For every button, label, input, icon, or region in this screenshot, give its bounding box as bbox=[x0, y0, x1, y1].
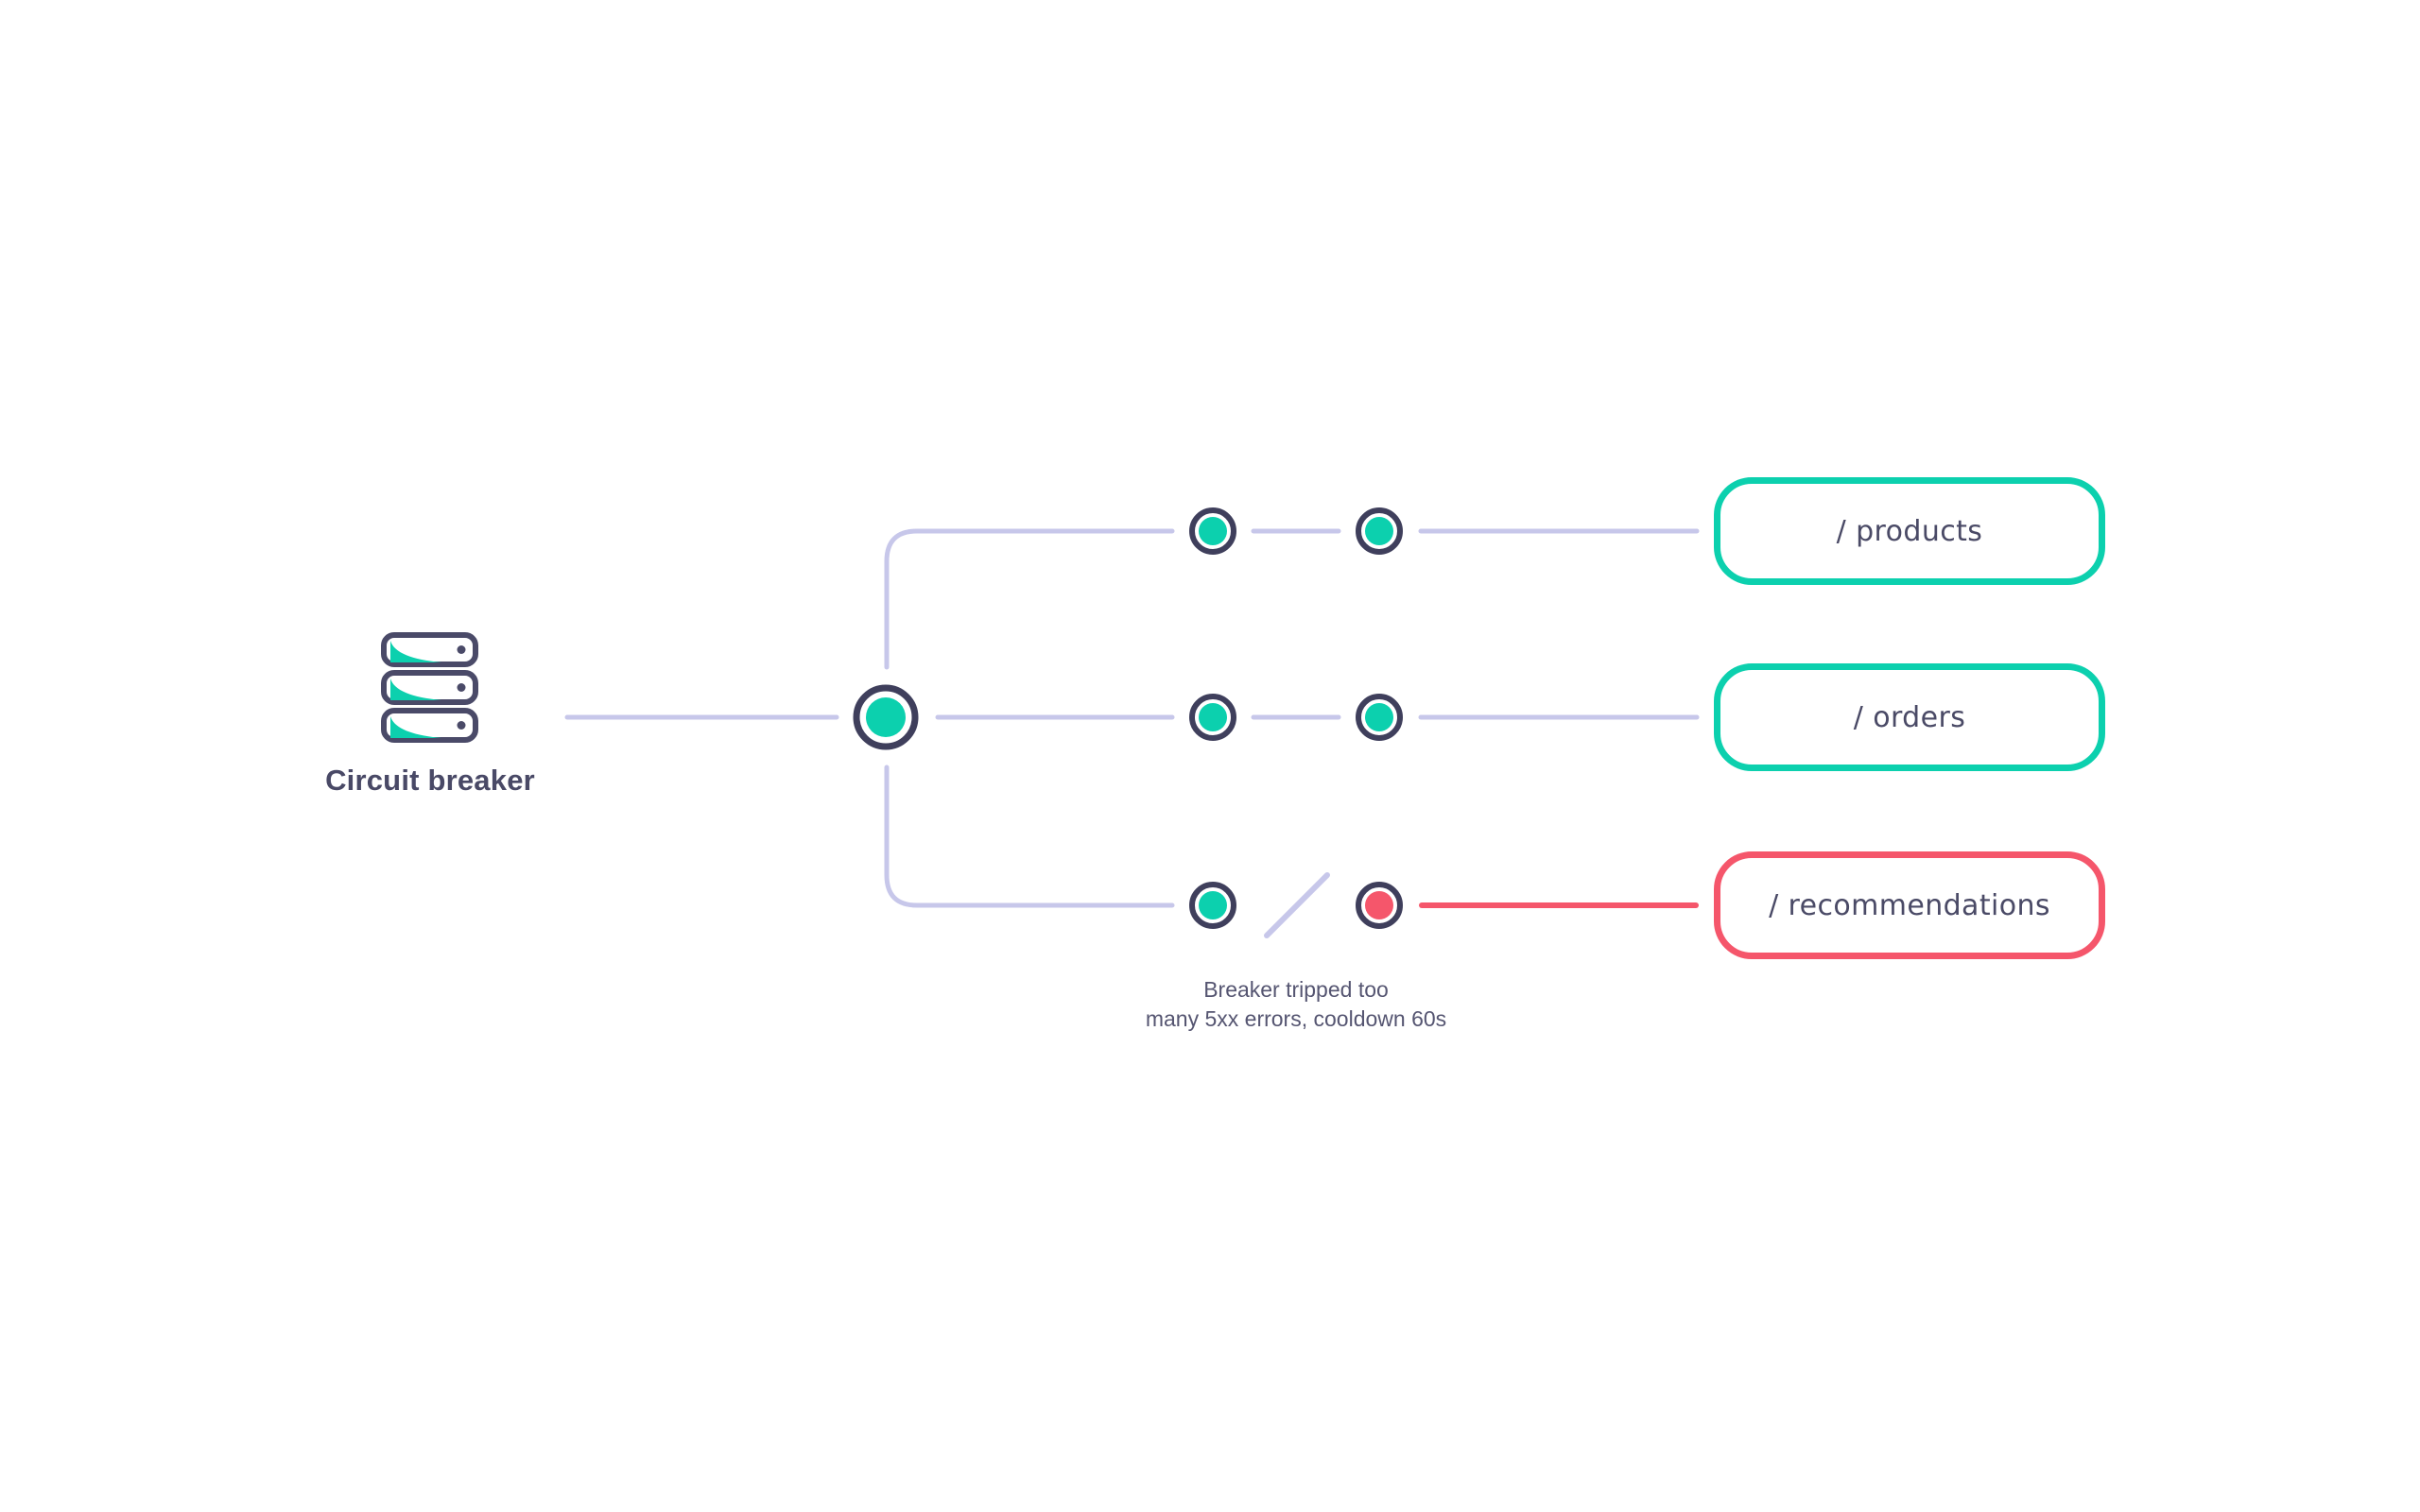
note-line-2: many 5xx errors, cooldown 60s bbox=[1145, 1006, 1447, 1031]
healthy-status-dot bbox=[1365, 517, 1393, 545]
source-label: Circuit breaker bbox=[325, 764, 535, 797]
healthy-status-dot bbox=[1199, 891, 1227, 919]
connector-branch-bottom bbox=[884, 765, 1175, 908]
hub-node-status-dot bbox=[866, 697, 906, 737]
healthy-status-dot bbox=[1199, 703, 1227, 731]
server-led-dot bbox=[457, 683, 466, 692]
server-unit-3 bbox=[381, 708, 478, 743]
server-stack-icon bbox=[381, 632, 478, 743]
endpoint-products: / products bbox=[1714, 477, 2105, 585]
connector-group bbox=[564, 528, 1700, 938]
endpoint-recommendations-label: / recommendations bbox=[1769, 888, 2050, 922]
failing-status-dot bbox=[1365, 891, 1393, 919]
hub-node bbox=[853, 684, 919, 750]
healthy-status-dot bbox=[1199, 517, 1227, 545]
server-unit-1 bbox=[381, 632, 478, 667]
endpoint-orders: / orders bbox=[1714, 663, 2105, 771]
hop-node-recommendations-2 bbox=[1356, 882, 1403, 929]
hop-node-products-1 bbox=[1189, 507, 1236, 555]
endpoint-products-label: / products bbox=[1836, 514, 1983, 548]
server-led-dot bbox=[457, 645, 466, 654]
hop-node-orders-2 bbox=[1356, 694, 1403, 741]
open-breaker-slash bbox=[1264, 872, 1330, 938]
server-activity-wedge bbox=[390, 716, 441, 738]
healthy-status-dot bbox=[1365, 703, 1393, 731]
endpoint-recommendations: / recommendations bbox=[1714, 851, 2105, 959]
connector-branch-top bbox=[884, 528, 1175, 670]
endpoint-orders-label: / orders bbox=[1853, 700, 1966, 734]
server-activity-wedge bbox=[390, 641, 441, 662]
note-line-1: Breaker tripped too bbox=[1203, 977, 1389, 1002]
server-activity-wedge bbox=[390, 679, 441, 700]
server-led-dot bbox=[457, 721, 466, 730]
hop-node-products-2 bbox=[1356, 507, 1403, 555]
hop-node-recommendations-1 bbox=[1189, 882, 1236, 929]
hop-node-orders-1 bbox=[1189, 694, 1236, 741]
server-unit-2 bbox=[381, 670, 478, 705]
breaker-tripped-note: Breaker tripped too many 5xx errors, coo… bbox=[1050, 975, 1542, 1034]
